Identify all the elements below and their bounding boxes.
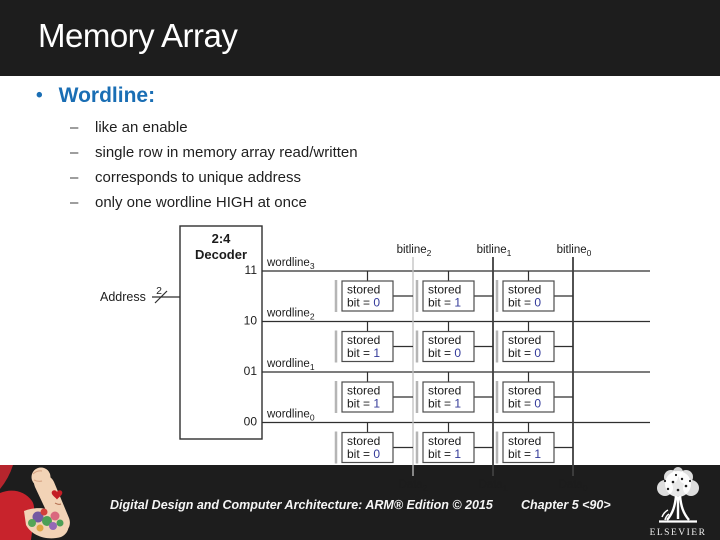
wordline-label: wordline3: [266, 257, 315, 271]
slide-title: Memory Array: [38, 17, 238, 54]
tree-texture: [663, 473, 692, 492]
stored-bit-cell-text: bit = 0: [508, 296, 541, 310]
decoder-box: [179, 225, 263, 440]
wordline-label: wordline1: [266, 358, 315, 372]
decoder-title-line1: 2:4: [212, 231, 232, 246]
stored-bit-cell-text: bit = 0: [428, 346, 461, 360]
footer-citation: Digital Design and Computer Architecture…: [110, 498, 493, 512]
stored-bit-value: 0: [373, 296, 380, 310]
stored-bit-cell-text: stored: [508, 434, 541, 448]
decoder-title-line2: Decoder: [195, 247, 247, 262]
stored-bit-cell-text: bit = 0: [347, 296, 380, 310]
sub-bullet-text: single row in memory array read/written: [95, 144, 358, 161]
title-bar: Memory Array: [0, 0, 720, 76]
footer-band: [0, 465, 720, 540]
bitline-label: bitline0: [557, 244, 592, 258]
bitline-label: bitline1: [477, 244, 512, 258]
stored-bit-cell-text: stored: [347, 283, 380, 297]
bus-width-label: 2: [156, 285, 162, 297]
data-output-label: Data0: [558, 479, 587, 493]
wordline-label: wordline2: [266, 308, 315, 322]
wordline-label: wordline0: [266, 409, 315, 423]
stored-bit-cell-text: stored: [428, 434, 461, 448]
sub-bullet-text: only one wordline HIGH at once: [95, 194, 307, 211]
sub-bullet-text: corresponds to unique address: [95, 169, 301, 186]
bitline-label: bitline2: [397, 244, 432, 258]
stored-bit-value: 0: [534, 346, 541, 360]
tattoo-cluster: [28, 508, 64, 532]
stored-bit-cell-text: stored: [428, 283, 461, 297]
stored-bit-value: 1: [454, 296, 461, 310]
stored-bit-cell-text: bit = 1: [347, 346, 380, 360]
stored-bit-cell-text: bit = 1: [428, 296, 461, 310]
stored-bit-value: 0: [534, 397, 541, 411]
stored-bit-cell: [502, 381, 555, 413]
stored-bit-cell: [422, 330, 475, 363]
stored-bit-cell: [502, 330, 555, 363]
bullet-heading-text: Wordline:: [58, 84, 156, 107]
slide-body: • Wordline: –like an enable –single row …: [36, 84, 676, 219]
stored-bit-cell-text: stored: [508, 283, 541, 297]
stored-bit-value: 1: [373, 346, 380, 360]
stored-bit-cell-text: stored: [347, 333, 380, 347]
stored-bit-value: 1: [454, 397, 461, 411]
stored-bit-cell: [341, 381, 394, 413]
data-output-label: Data1: [478, 479, 507, 493]
stored-bit-cell-text: stored: [508, 384, 541, 398]
stored-bit-cell-text: bit = 1: [428, 447, 461, 461]
decoder-output-label: 01: [244, 364, 258, 378]
decoder-output-label: 10: [244, 314, 258, 328]
data-output-label: Data2: [398, 479, 427, 493]
bullet-heading: • Wordline:: [36, 84, 676, 108]
dash-marker: –: [70, 169, 79, 186]
stored-bit-cell-text: bit = 1: [508, 447, 541, 461]
list-item: –corresponds to unique address: [70, 169, 676, 186]
stored-bit-cell: [341, 280, 394, 312]
stored-bit-value: 1: [534, 447, 541, 461]
stored-bit-cell: [422, 431, 475, 464]
stored-bit-cell-text: bit = 0: [347, 447, 380, 461]
sub-bullet-list: –like an enable –single row in memory ar…: [70, 119, 676, 211]
stored-bit-cell: [502, 280, 555, 312]
stored-bit-value: 0: [454, 346, 461, 360]
stored-bit-cell: [341, 330, 394, 363]
stored-bit-cell-text: stored: [428, 333, 461, 347]
stored-bit-cell-text: bit = 1: [347, 397, 380, 411]
stored-bit-value: 0: [373, 447, 380, 461]
dash-marker: –: [70, 119, 79, 136]
stored-bit-cell-text: bit = 0: [508, 397, 541, 411]
sub-bullet-text: like an enable: [95, 119, 188, 136]
bullet-marker: •: [36, 85, 43, 106]
stored-bit-value: 0: [534, 296, 541, 310]
dash-marker: –: [70, 144, 79, 161]
stored-bit-cell-text: stored: [428, 384, 461, 398]
rosie-arm-image: [0, 465, 70, 540]
list-item: –single row in memory array read/written: [70, 144, 676, 161]
elsevier-wordmark: ELSEVIER: [650, 528, 707, 538]
stored-bit-cell: [341, 431, 394, 464]
address-label: Address: [100, 290, 146, 304]
stored-bit-value: 1: [373, 397, 380, 411]
stored-bit-cell-text: stored: [347, 384, 380, 398]
stored-bit-cell-text: stored: [508, 333, 541, 347]
stored-bit-cell: [422, 280, 475, 312]
dash-marker: –: [70, 194, 79, 211]
decoder-output-label: 00: [244, 415, 258, 429]
stored-bit-cell-text: bit = 1: [428, 397, 461, 411]
footer-chapter: Chapter 5 <90>: [521, 498, 611, 512]
bus-slash: [154, 290, 168, 304]
stored-bit-value: 1: [454, 447, 461, 461]
list-item: –like an enable: [70, 119, 676, 136]
stored-bit-cell-text: stored: [347, 434, 380, 448]
stored-bit-cell-text: bit = 0: [508, 346, 541, 360]
decoder-output-label: 11: [245, 263, 258, 277]
list-item: –only one wordline HIGH at once: [70, 194, 676, 211]
stored-bit-cell: [422, 381, 475, 413]
elsevier-logo: ELSEVIER: [650, 467, 707, 538]
stored-bit-cell: [502, 431, 555, 464]
